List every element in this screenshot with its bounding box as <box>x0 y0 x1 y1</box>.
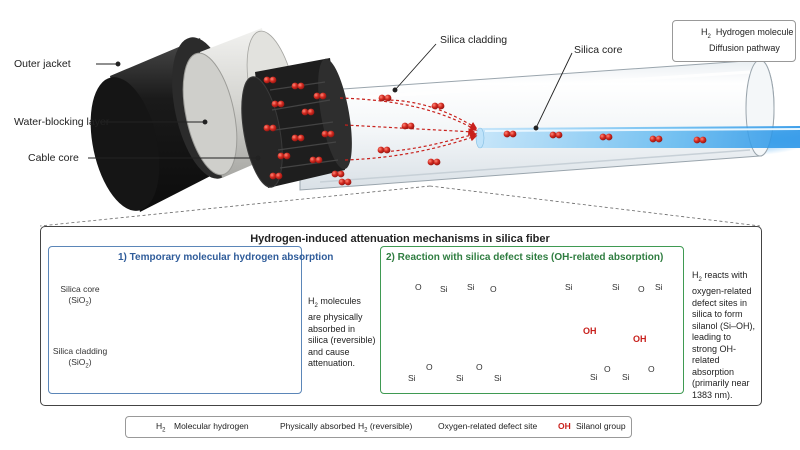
atom-si: Si <box>494 373 502 383</box>
atom-si: Si <box>440 284 448 294</box>
atom-o: O <box>490 284 497 294</box>
bl-physically-absorbed: Physically absorbed H2 (reversible) <box>280 421 413 434</box>
bl-molecular-hydrogen: Molecular hydrogen <box>174 421 249 431</box>
bl-oh: OH <box>558 421 571 431</box>
left-sub-title: 1) Temporary molecular hydrogen absorpti… <box>118 252 334 263</box>
label-silica-core-left: Silica core (SiO2) <box>60 284 100 308</box>
atom-si: Si <box>622 372 630 382</box>
legend-h2-row: H2 Hydrogen molecule <box>701 27 794 40</box>
atom-si: Si <box>590 372 598 382</box>
bl-defect-site: Oxygen-related defect site <box>438 421 538 431</box>
label-silica-cladding-left: Silica cladding (SiO2) <box>52 346 108 370</box>
label-silica-core: Silica core <box>574 44 623 56</box>
legend-diffusion-row: Diffusion pathway <box>709 43 780 53</box>
sub-panel-physical-absorption <box>48 246 302 394</box>
sub-panel-defect-reaction <box>380 246 684 394</box>
atom-o: O <box>415 282 422 292</box>
zoom-connectors <box>39 185 761 227</box>
atom-si: Si <box>456 373 464 383</box>
atom-si: Si <box>655 282 663 292</box>
bl-silanol: Silanol group <box>576 421 626 431</box>
atom-si: Si <box>612 282 620 292</box>
mechanisms-panel <box>40 226 762 406</box>
bottom-legend: H2 Molecular hydrogen Physically absorbe… <box>125 416 632 438</box>
silica-core-rod <box>475 126 800 149</box>
top-legend: H2 Hydrogen molecule Diffusion pathway <box>672 20 796 62</box>
atom-o: O <box>604 364 611 374</box>
atom-si: Si <box>565 282 573 292</box>
atom-o: O <box>476 362 483 372</box>
bl-h2: H2 <box>156 421 166 434</box>
cable-core <box>241 58 352 188</box>
leader-lines <box>88 43 573 161</box>
oh-label: OH <box>583 326 597 336</box>
atom-si: Si <box>467 282 475 292</box>
label-cable-core: Cable core <box>28 152 79 164</box>
atom-o: O <box>638 284 645 294</box>
right-note: H2 reacts with oxygen-related defect sit… <box>692 270 756 400</box>
atom-o: O <box>648 364 655 374</box>
label-water-blocking-layer: Water-blocking layer <box>14 116 110 128</box>
right-sub-title: 2) Reaction with silica defect sites (OH… <box>386 252 664 263</box>
panel-title: Hydrogen-induced attenuation mechanisms … <box>250 233 550 245</box>
oh-label: OH <box>633 334 647 344</box>
left-note: H2 molecules are physically absorbed in … <box>308 296 376 369</box>
label-outer-jacket: Outer jacket <box>14 58 71 70</box>
label-silica-cladding: Silica cladding <box>440 34 508 46</box>
atom-si: Si <box>408 373 416 383</box>
atom-o: O <box>426 362 433 372</box>
